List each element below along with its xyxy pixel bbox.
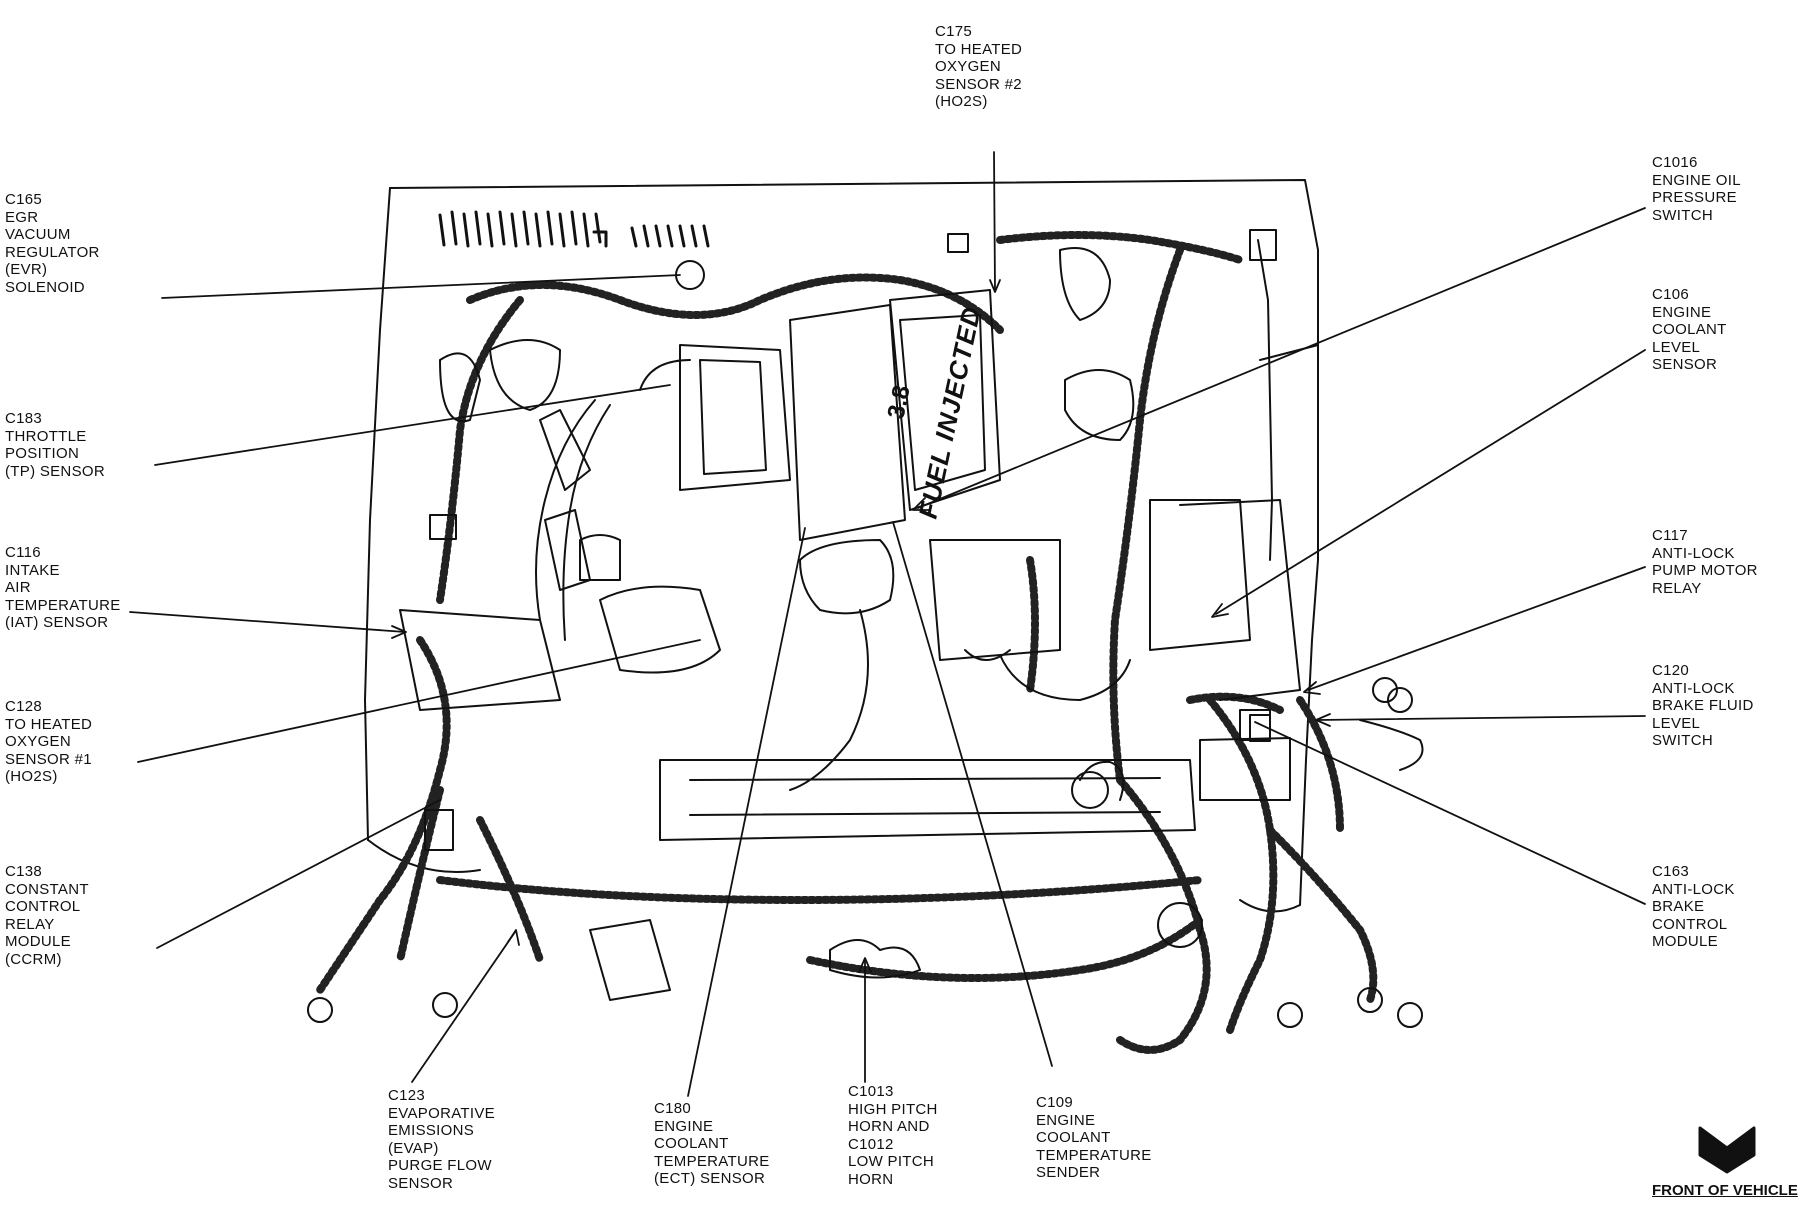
- engine-badge: 3.8: [882, 383, 915, 421]
- callout-c180: C180 ENGINE COOLANT TEMPERATURE (ECT) SE…: [654, 1100, 770, 1187]
- callout-c123: C123 EVAPORATIVE EMISSIONS (EVAP) PURGE …: [388, 1087, 495, 1192]
- callout-c138: C138 CONSTANT CONTROL RELAY MODULE (CCRM…: [5, 863, 89, 968]
- callout-c1016: C1016 ENGINE OIL PRESSURE SWITCH: [1652, 154, 1741, 224]
- callout-c1013: C1013 HIGH PITCH HORN AND C1012 LOW PITC…: [848, 1083, 938, 1188]
- callout-c183: C183 THROTTLE POSITION (TP) SENSOR: [5, 410, 105, 480]
- callout-c163: C163 ANTI-LOCK BRAKE CONTROL MODULE: [1652, 863, 1735, 950]
- front-of-vehicle-label: FRONT OF VEHICLE: [1652, 1182, 1798, 1199]
- compartment-outline: [364, 179, 1319, 913]
- callout-c106: C106 ENGINE COOLANT LEVEL SENSOR: [1652, 286, 1727, 373]
- callout-c120: C120 ANTI-LOCK BRAKE FLUID LEVEL SWITCH: [1652, 662, 1754, 749]
- callout-c165: C165 EGR VACUUM REGULATOR (EVR) SOLENOID: [5, 191, 100, 296]
- callout-c109: C109 ENGINE COOLANT TEMPERATURE SENDER: [1036, 1094, 1152, 1181]
- callout-c116: C116 INTAKE AIR TEMPERATURE (IAT) SENSOR: [5, 544, 121, 631]
- connector-details: [307, 229, 1424, 1028]
- engine-assembly: [399, 247, 1301, 841]
- callout-c117: C117 ANTI-LOCK PUMP MOTOR RELAY: [1652, 527, 1758, 597]
- callout-c128: C128 TO HEATED OXYGEN SENSOR #1 (HO2S): [5, 698, 93, 785]
- cowl-vents: [438, 210, 710, 248]
- callout-c175: C175 TO HEATED OXYGEN SENSOR #2 (HO2S): [935, 23, 1023, 110]
- leader-lines: [129, 151, 1646, 1097]
- down-arrow-icon: [1698, 1126, 1756, 1174]
